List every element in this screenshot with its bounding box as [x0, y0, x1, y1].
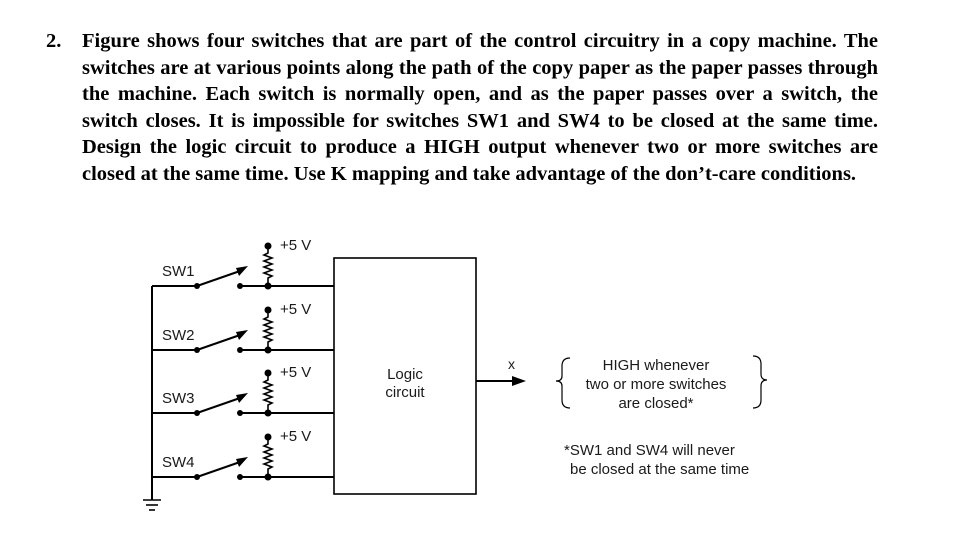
resistor-sw1	[261, 248, 275, 286]
footnote-line2: be closed at the same time	[570, 461, 749, 478]
switch-label-sw4: SW4	[162, 454, 195, 471]
output-label: x	[508, 356, 515, 372]
problem-text: Figure shows four switches that are part…	[82, 30, 878, 185]
supply-label-sw2: +5 V	[280, 301, 311, 318]
switch-row-sw3: +5 V SW3	[152, 364, 334, 417]
switch-row-sw4: +5 V SW4	[152, 428, 334, 481]
ground-symbol	[143, 499, 161, 511]
switch-label-sw1: SW1	[162, 263, 195, 280]
logic-box-line1: Logic	[387, 366, 423, 383]
supply-label-sw4: +5 V	[280, 428, 311, 445]
output-arrowhead	[512, 376, 526, 386]
logic-box-line2: circuit	[385, 384, 425, 401]
supply-node-sw1	[264, 242, 272, 250]
switch-row-sw1: +5 V SW1	[152, 237, 334, 290]
supply-node-sw4	[264, 433, 272, 441]
output-desc-line2: two or more switches	[586, 376, 727, 393]
switch-row-sw2: +5 V SW2	[152, 301, 334, 354]
resistor-sw4	[261, 439, 275, 477]
supply-node-sw2	[264, 306, 272, 314]
supply-node-sw3	[264, 369, 272, 377]
switch-label-sw3: SW3	[162, 390, 195, 407]
output-desc-line3: are closed*	[618, 395, 693, 412]
left-brace	[555, 357, 571, 409]
switch-label-sw2: SW2	[162, 327, 195, 344]
right-brace	[752, 355, 768, 409]
problem-number: 2.	[46, 30, 62, 52]
footnote-line1: *SW1 and SW4 will never	[564, 442, 735, 459]
logic-circuit-box	[333, 257, 477, 495]
supply-label-sw1: +5 V	[280, 237, 311, 254]
resistor-sw2	[261, 312, 275, 350]
resistor-sw3	[261, 375, 275, 413]
supply-label-sw3: +5 V	[280, 364, 311, 381]
output-desc-line1: HIGH whenever	[603, 357, 710, 374]
